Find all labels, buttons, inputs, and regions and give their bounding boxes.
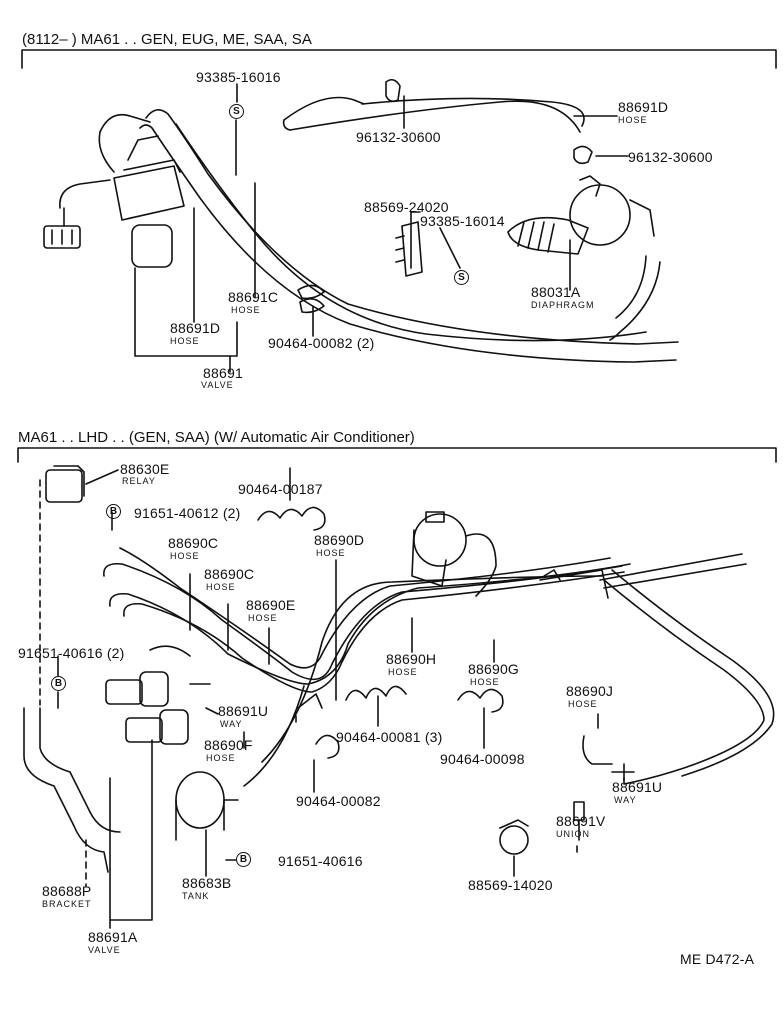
section1-valve-assembly bbox=[43, 113, 185, 268]
way-caption: WAY bbox=[614, 795, 637, 805]
part-88691A-label: 88691A bbox=[88, 929, 138, 945]
hose-caption: HOSE bbox=[248, 613, 278, 623]
hose-caption: HOSE bbox=[568, 699, 598, 709]
part-91651-40612-qty2-label: 91651-40612 (2) bbox=[134, 505, 241, 521]
valve-caption: VALVE bbox=[88, 945, 121, 955]
section2-clips bbox=[257, 506, 635, 855]
part-90464-00082-qty2-label: 90464-00082 (2) bbox=[268, 335, 375, 351]
section2-header: MA61 . . LHD . . (GEN, SAA) (W/ Automati… bbox=[18, 429, 415, 446]
hose-caption: HOSE bbox=[470, 677, 500, 687]
b-marker-icon: B bbox=[236, 852, 251, 867]
part-90464-00081-qty3-label: 90464-00081 (3) bbox=[336, 729, 443, 745]
part-88690D-label: 88690D bbox=[314, 532, 365, 548]
part-88688P-label: 88688P bbox=[42, 883, 92, 899]
part-88691U-label: 88691U bbox=[218, 703, 269, 719]
part-88691D-label: 88691D bbox=[170, 320, 221, 336]
part-88690G-label: 88690G bbox=[468, 661, 520, 677]
part-88690C-label: 88690C bbox=[204, 566, 255, 582]
part-88691U-label: 88691U bbox=[612, 779, 663, 795]
section2-relay bbox=[45, 465, 119, 503]
valve-caption: VALVE bbox=[201, 380, 234, 390]
b-marker-icon: B bbox=[106, 504, 121, 519]
section1-header: (8112– ) MA61 . . GEN, EUG, ME, SAA, SA bbox=[22, 31, 312, 48]
part-96132-30600-label: 96132-30600 bbox=[628, 149, 713, 165]
part-88630E-label: 88630E bbox=[120, 461, 170, 477]
part-88690C-label: 88690C bbox=[168, 535, 219, 551]
section1-diaphragm-drawing bbox=[507, 175, 655, 255]
section2-hose-bundle bbox=[103, 547, 775, 787]
section1-frame bbox=[21, 49, 777, 69]
part-88691C-label: 88691C bbox=[228, 289, 279, 305]
part-88691D-label: 88691D bbox=[618, 99, 669, 115]
part-88690E-label: 88690E bbox=[246, 597, 296, 613]
s-marker-icon: S bbox=[454, 270, 469, 285]
union-caption: UNION bbox=[556, 829, 590, 839]
part-90464-00187-label: 90464-00187 bbox=[238, 481, 323, 497]
hose-caption: HOSE bbox=[206, 753, 236, 763]
section1-clips bbox=[297, 78, 593, 314]
hose-caption: HOSE bbox=[316, 548, 346, 558]
part-88690F-label: 88690F bbox=[204, 737, 253, 753]
part-93385-16016-label: 93385-16016 bbox=[196, 69, 281, 85]
section2-vacuum-actuator bbox=[411, 511, 497, 597]
part-88690J-label: 88690J bbox=[566, 683, 614, 699]
part-88031A-label: 88031A bbox=[531, 284, 581, 300]
part-88683B-label: 88683B bbox=[182, 875, 232, 891]
relay-caption: RELAY bbox=[122, 476, 156, 486]
part-88690H-label: 88690H bbox=[386, 651, 437, 667]
bracket-caption: BRACKET bbox=[42, 899, 92, 909]
part-88569-14020-label: 88569-14020 bbox=[468, 877, 553, 893]
part-88691V-label: 88691V bbox=[556, 813, 606, 829]
section2-valves bbox=[105, 645, 219, 745]
part-91651-40616-qty2-label: 91651-40616 (2) bbox=[18, 645, 125, 661]
part-90464-00098-label: 90464-00098 bbox=[440, 751, 525, 767]
section1-long-hoses bbox=[139, 96, 679, 363]
figure-code: ME D472-A bbox=[680, 951, 755, 967]
section1-leader-lines bbox=[134, 83, 629, 373]
hose-caption: HOSE bbox=[388, 667, 418, 677]
part-88569-24020-label: 88569-24020 bbox=[364, 199, 449, 215]
section2-bracket bbox=[23, 707, 121, 873]
hose-caption: HOSE bbox=[170, 336, 200, 346]
hose-caption: HOSE bbox=[231, 305, 261, 315]
part-93385-16014-label: 93385-16014 bbox=[420, 213, 505, 229]
hose-caption: HOSE bbox=[206, 582, 236, 592]
hose-caption: HOSE bbox=[618, 115, 648, 125]
way-caption: WAY bbox=[220, 719, 243, 729]
s-marker-icon: S bbox=[229, 104, 244, 119]
section2-tank bbox=[175, 771, 239, 841]
diaphragm-caption: DIAPHRAGM bbox=[531, 300, 595, 310]
part-90464-00082-label: 90464-00082 bbox=[296, 793, 381, 809]
tank-caption: TANK bbox=[182, 891, 210, 901]
section2-frame bbox=[17, 447, 777, 463]
b-marker-icon: B bbox=[51, 676, 66, 691]
part-91651-40616-label: 91651-40616 bbox=[278, 853, 363, 869]
hose-caption: HOSE bbox=[170, 551, 200, 561]
part-88691-label: 88691 bbox=[203, 365, 243, 381]
section2-leader-lines bbox=[39, 467, 625, 929]
part-96132-30600-label: 96132-30600 bbox=[356, 129, 441, 145]
